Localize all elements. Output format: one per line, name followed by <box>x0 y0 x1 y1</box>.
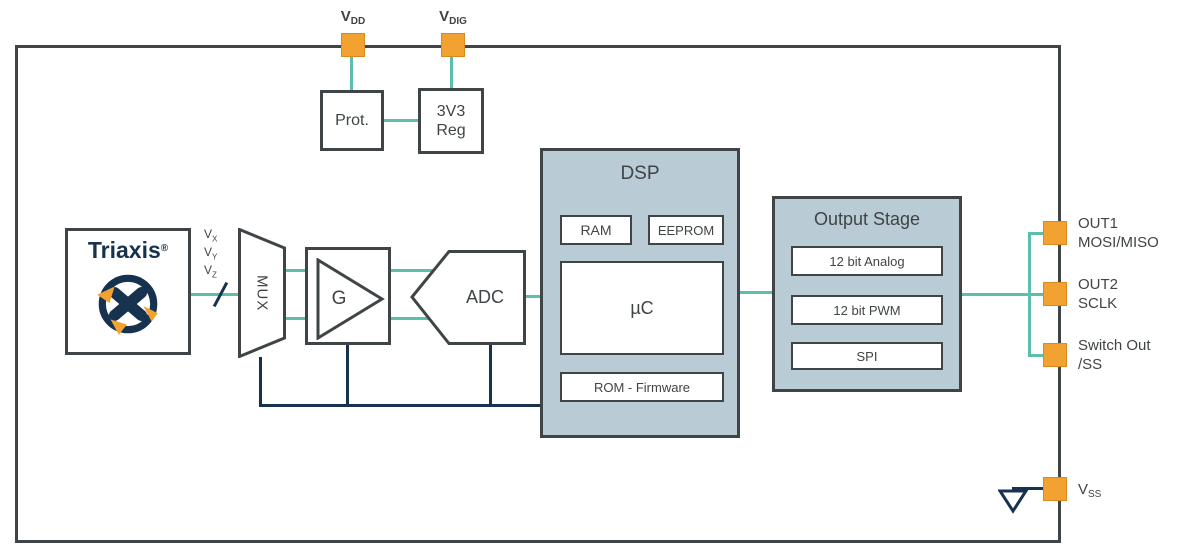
triaxis-wordmark: Triaxis® <box>68 237 188 264</box>
output-stage-spi-label: SPI <box>856 348 878 364</box>
pin-out2 <box>1043 282 1067 306</box>
pin-vdd-label: VDD <box>340 8 366 27</box>
wire-out2-stub <box>1028 293 1045 296</box>
wire-dsp-outputstage <box>739 291 773 294</box>
dsp-uc: µC <box>560 261 724 355</box>
pin-out1 <box>1043 221 1067 245</box>
wire-prot-reg <box>384 119 418 122</box>
gain-triangle <box>316 258 385 340</box>
pin-switch-out-label: Switch Out /SS <box>1078 337 1151 373</box>
pin-switch-out <box>1043 343 1067 367</box>
wire-switchout-stub <box>1028 354 1045 357</box>
pin-vss <box>1043 477 1067 501</box>
block-gain-label: G <box>331 288 347 309</box>
wire-adc-dsp <box>525 295 541 298</box>
wire-vdd <box>350 56 353 91</box>
pin-vdig <box>441 33 465 57</box>
block-3v3-reg-label: 3V3 Reg <box>436 102 466 139</box>
block-mux-label: MUX <box>253 274 271 312</box>
block-3v3-reg: 3V3 Reg <box>418 88 484 154</box>
block-adc-label: ADC <box>465 287 504 307</box>
output-stage-spi: SPI <box>791 342 943 370</box>
wire-outputstage-bus <box>961 293 1030 296</box>
dsp-eeprom: EEPROM <box>648 215 724 245</box>
pin-out2-label: OUT2 SCLK <box>1078 276 1119 312</box>
dsp-eeprom-label: EEPROM <box>657 222 715 238</box>
pin-out1-label: OUT1 MOSI/MISO <box>1078 215 1159 251</box>
pin-vss-label: VSS <box>1078 481 1102 500</box>
triaxis-name: Triaxis <box>87 237 161 263</box>
wire-mux-gain-top <box>285 269 306 272</box>
signal-vy: VY <box>204 244 218 262</box>
block-gain: G <box>305 247 391 345</box>
pin-vdd <box>341 33 365 57</box>
signal-vz: VZ <box>204 262 217 279</box>
triaxis-registered-mark: ® <box>160 243 169 254</box>
ground-icon <box>998 489 1028 514</box>
block-prot-label: Prot. <box>335 111 369 129</box>
dsp-title: DSP <box>620 163 660 184</box>
output-stage-analog: 12 bit Analog <box>791 246 943 276</box>
module-dsp: DSP RAM EEPROM µC ROM - Firmware <box>540 148 740 438</box>
wire-mux-feedback <box>259 357 262 407</box>
wire-gain-feedback <box>346 344 349 407</box>
dsp-ram-label: RAM <box>580 222 612 238</box>
wire-feedback-horizontal <box>259 404 542 407</box>
module-output-stage: Output Stage 12 bit Analog 12 bit PWM SP… <box>772 196 962 392</box>
block-prot: Prot. <box>320 90 384 151</box>
dsp-rom-label: ROM - Firmware <box>593 379 691 395</box>
output-stage-analog-label: 12 bit Analog <box>829 253 905 269</box>
signal-labels: VX VY VZ <box>204 227 217 280</box>
block-triaxis: Triaxis® <box>65 228 191 355</box>
signal-vx: VX <box>204 227 218 244</box>
block-adc: ADC <box>410 250 526 345</box>
dsp-ram: RAM <box>560 215 632 245</box>
output-stage-pwm-label: 12 bit PWM <box>833 302 901 318</box>
wire-out1-stub <box>1028 232 1045 235</box>
block-mux: MUX <box>238 228 286 358</box>
wire-mux-gain-bottom <box>285 317 306 320</box>
output-stage-title: Output Stage <box>813 209 921 229</box>
wire-triaxis-mux <box>190 293 239 296</box>
wire-adc-feedback <box>489 344 492 407</box>
wire-vdig <box>450 56 453 89</box>
wire-gain-adc-top <box>390 269 434 272</box>
wire-gain-adc-bottom <box>390 317 434 320</box>
dsp-rom: ROM - Firmware <box>560 372 724 402</box>
output-stage-pwm: 12 bit PWM <box>791 295 943 325</box>
wire-vss-ground <box>1012 487 1045 490</box>
triaxis-logo-icon <box>97 274 158 335</box>
dsp-uc-label: µC <box>630 297 654 318</box>
pin-vdig-label: VDIG <box>439 8 467 27</box>
